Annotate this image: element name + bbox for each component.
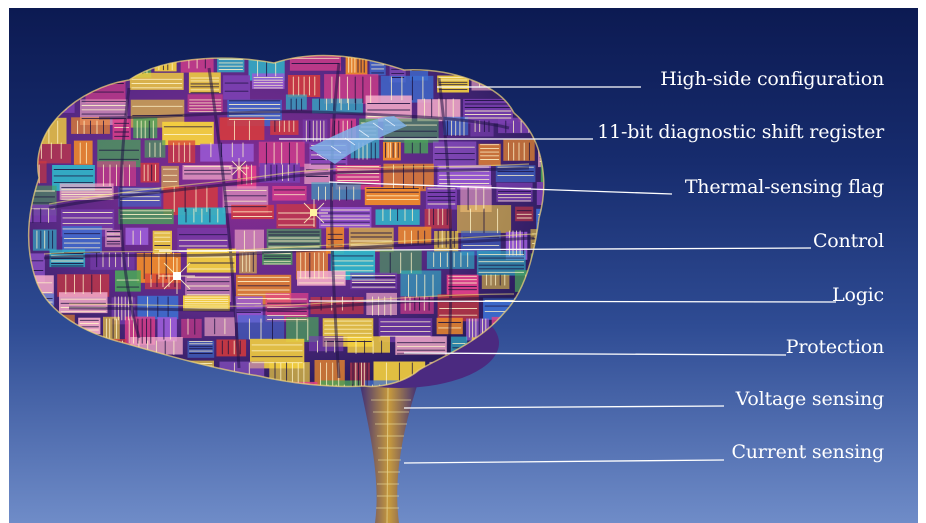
leader-line bbox=[308, 300, 837, 303]
callout-label-diagnostic-shift-register: 11-bit diagnostic shift register bbox=[597, 121, 884, 143]
leader-line bbox=[403, 459, 725, 464]
callout-label-high-side-configuration: High-side configuration bbox=[660, 68, 884, 90]
callout-label-voltage-sensing: Voltage sensing bbox=[735, 388, 885, 410]
brain-stem bbox=[359, 380, 419, 523]
brain-mass bbox=[27, 54, 545, 388]
leader-line bbox=[403, 352, 787, 356]
callout-label-thermal-sensing-flag: Thermal-sensing flag bbox=[684, 176, 884, 198]
circuit-brain-icon bbox=[27, 54, 837, 523]
callout-label-control: Control bbox=[812, 230, 884, 252]
leader-line bbox=[403, 405, 725, 409]
callout-label-logic: Logic bbox=[832, 284, 884, 306]
leader-line bbox=[328, 181, 673, 195]
callout-label-current-sensing: Current sensing bbox=[731, 441, 884, 463]
leader-line bbox=[158, 247, 812, 252]
callout-label-protection: Protection bbox=[785, 336, 884, 358]
illustration-panel: High-side configuration 11-bit diagnosti… bbox=[9, 8, 918, 523]
